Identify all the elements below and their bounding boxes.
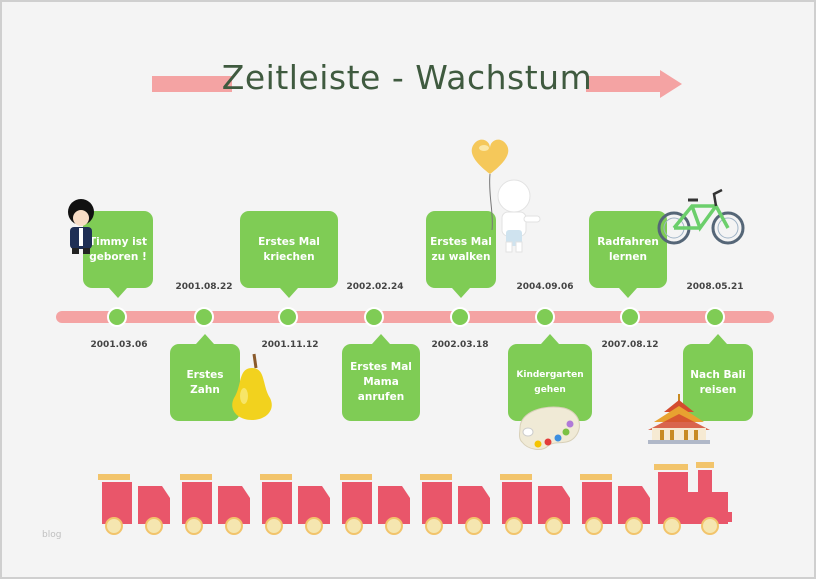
event-bubble-birth: Timmy ist geboren ! — [83, 211, 153, 288]
date-label: 2001.08.22 — [175, 282, 233, 292]
event-bubble-crawl: Erstes Mal kriechen — [240, 211, 338, 288]
date-label: 2002.02.24 — [346, 282, 404, 292]
timeline-node — [278, 307, 298, 327]
timeline-node — [107, 307, 127, 327]
timeline-bar — [56, 311, 774, 323]
date-label: 2008.05.21 — [686, 282, 744, 292]
event-bubble-tooth: Erstes Zahn — [170, 344, 240, 421]
date-label: 2001.03.06 — [90, 340, 148, 350]
title-arrow-head — [660, 70, 682, 98]
date-label: 2001.11.12 — [261, 340, 319, 350]
timeline-node — [194, 307, 214, 327]
train-car — [98, 474, 170, 524]
timeline-node — [620, 307, 640, 327]
title-arrow-right — [586, 76, 666, 92]
temple-icon — [648, 394, 710, 444]
diagram-title: Zeitleiste - Wachstum — [221, 58, 593, 97]
date-label: 2002.03.18 — [431, 340, 489, 350]
timeline-node — [705, 307, 725, 327]
watermark: blog — [42, 530, 62, 540]
event-bubble-bike: Radfahren lernen — [589, 211, 667, 288]
train-icon — [98, 462, 732, 535]
date-label: 2007.08.12 — [601, 340, 659, 350]
timeline-node — [364, 307, 384, 327]
timeline-node — [535, 307, 555, 327]
bicycle-icon — [657, 188, 745, 245]
palette-icon — [519, 406, 580, 450]
pear-icon — [232, 353, 272, 420]
timeline-node — [450, 307, 470, 327]
event-bubble-call-mom: Erstes Mal Mama anrufen — [342, 344, 420, 421]
date-label: 2004.09.06 — [516, 282, 574, 292]
balloon-kid-icon — [471, 139, 541, 253]
boy-icon — [68, 199, 94, 254]
event-bubble-walk: Erstes Mal zu walken — [426, 211, 496, 288]
event-bubble-bali: Nach Bali reisen — [683, 344, 753, 421]
title-arrow-left — [152, 76, 232, 92]
